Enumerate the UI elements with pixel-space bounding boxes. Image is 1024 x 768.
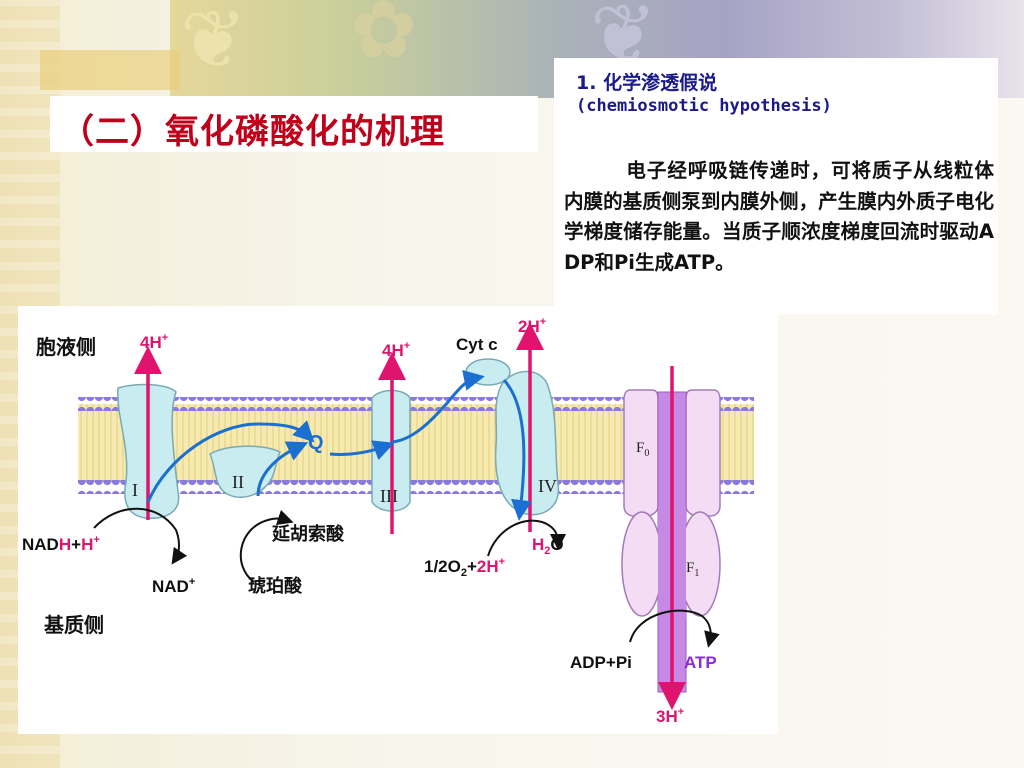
f1-label: F1: [686, 560, 699, 579]
succinate-reaction-arrow: [239, 509, 294, 583]
complex-4-label: IV: [538, 476, 557, 496]
electron-path-4: [391, 370, 485, 444]
water-label: H2O: [532, 535, 564, 557]
proton-label-atp: 3H+: [656, 706, 684, 726]
adp-pi-label: ADP+Pi: [570, 653, 632, 672]
oxygen-label: 1/2O2+2H+: [424, 556, 505, 579]
leaf-decoration-icon: ❦: [180, 0, 248, 86]
atp-reaction-arrow: [629, 609, 720, 648]
electron-path-3: [329, 440, 395, 461]
nadh-reaction-arrow: [93, 507, 188, 565]
nad-plus-label: NAD+: [152, 576, 195, 596]
hypothesis-english: (chemiosmotic hypothesis): [576, 96, 832, 116]
matrix-side-label: 基质侧: [44, 613, 104, 637]
leaf-decoration-icon: ✿: [350, 0, 418, 76]
complex-4: [494, 370, 560, 516]
complex-2-label: II: [232, 472, 244, 492]
lipid-heads-top: [78, 397, 754, 411]
electron-path-5: [502, 378, 532, 521]
proton-label-4: 2H+: [518, 316, 546, 336]
complex-1-label: I: [132, 480, 138, 500]
cytc-label: Cyt c: [456, 335, 498, 354]
succinate-label: 琥珀酸: [248, 575, 303, 596]
electron-transport-diagram: 胞液侧 基质侧 I 4H+ II III 4H+ Cyt c IV 2H+ Q …: [18, 306, 778, 734]
heading-number: 1.: [576, 72, 597, 94]
fumarate-label: 延胡索酸: [271, 523, 345, 544]
nadh-label: NADH+H+: [22, 534, 100, 554]
complex-3-label: III: [380, 486, 398, 506]
title-box: [50, 96, 538, 152]
f0-label: F0: [636, 440, 649, 459]
atp-label: ATP: [684, 653, 717, 672]
slide-title: （二）氧化磷酸化的机理: [60, 112, 445, 152]
decorative-banner-left: [40, 50, 180, 90]
proton-label-3: 4H+: [382, 340, 410, 360]
cytosol-side-label: 胞液侧: [36, 335, 96, 359]
diagram-svg: 胞液侧 基质侧 I 4H+ II III 4H+ Cyt c IV 2H+ Q …: [22, 316, 754, 726]
hypothesis-panel: 1. 化学渗透假说 (chemiosmotic hypothesis) 电子经呼…: [554, 58, 998, 314]
hypothesis-heading: 1. 化学渗透假说: [576, 68, 717, 95]
q-label: Q: [308, 432, 324, 454]
heading-text: 化学渗透假说: [603, 72, 718, 94]
hypothesis-body: 电子经呼吸链传递时，可将质子从线粒体内膜的基质侧泵到内膜外侧，产生膜内外质子电化…: [564, 159, 994, 274]
f1-left-subunit: [621, 511, 663, 617]
oxygen-reaction-arrow: [487, 519, 566, 557]
f0-right-subunit: [685, 389, 721, 517]
complex-2: [209, 445, 281, 498]
atp-synthase: [621, 389, 721, 693]
proton-label-1: 4H+: [140, 332, 168, 352]
electron-path-1: [146, 420, 315, 503]
electron-path-2: [256, 441, 309, 497]
